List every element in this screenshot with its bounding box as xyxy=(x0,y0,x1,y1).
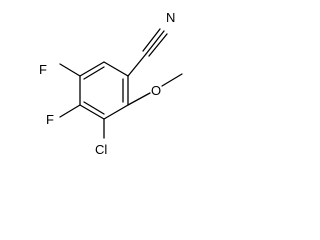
ring-bond-c4-c5 xyxy=(79,104,105,120)
ring-bond-c3-c4 xyxy=(103,104,129,120)
bond-ring-to-oxygen xyxy=(127,92,151,106)
chlorine-atom-label: Cl xyxy=(95,142,107,157)
ring-double-bond-inner-top-left xyxy=(83,66,105,80)
nitrile-triple-bond-1 xyxy=(145,30,165,55)
bond-oxygen-to-methyl xyxy=(161,73,183,87)
nitrogen-atom-label: N xyxy=(166,10,175,25)
structure-diagram: N O Cl F F xyxy=(0,0,190,189)
ring-double-bond-inner-bottom-left xyxy=(83,101,105,115)
ring-bond-c1-c2 xyxy=(103,61,129,77)
nitrile-triple-bond-2 xyxy=(142,28,161,52)
bond-ring-to-fluorine-lower xyxy=(59,104,81,118)
ring-bond-c6-c1 xyxy=(79,61,105,77)
fluorine-upper-atom-label: F xyxy=(39,62,47,77)
bond-ring-to-nitrile-carbon xyxy=(127,53,147,77)
molecule-drawing: N O Cl F F xyxy=(39,10,183,157)
fluorine-lower-atom-label: F xyxy=(46,112,54,127)
nitrile-triple-bond-3 xyxy=(148,33,168,57)
bond-ring-to-fluorine-upper xyxy=(59,63,81,77)
oxygen-atom-label: O xyxy=(151,83,161,98)
